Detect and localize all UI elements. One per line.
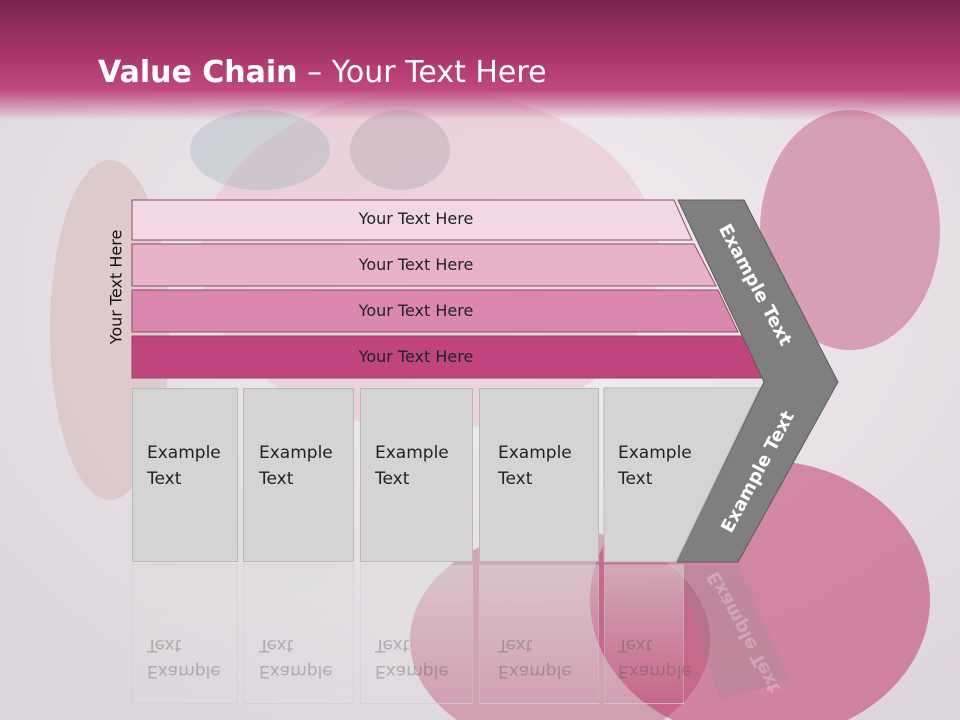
box-1-reflection — [132, 564, 238, 704]
box-4-line2: Text — [498, 469, 533, 489]
page-title: Value Chain – Your Text Here — [98, 55, 547, 90]
box-5-shape[interactable] — [603, 387, 761, 563]
box-4-reflection-line2: Text — [498, 635, 533, 655]
box-4-line1: Example — [498, 443, 572, 463]
box-5-reflection-line2: Text — [618, 635, 653, 655]
bar-1[interactable] — [131, 199, 693, 241]
box-1[interactable] — [132, 388, 238, 562]
box-2-reflection-line1: Example — [259, 661, 333, 681]
box-5-reflection-label: Example Text — [618, 632, 708, 684]
box-1-line2: Text — [147, 469, 182, 489]
bar-2[interactable] — [131, 243, 717, 287]
chevron-arrow[interactable] — [675, 199, 839, 563]
box-5-reflection — [604, 564, 684, 704]
header-band — [0, 0, 960, 120]
box-3-line1: Example — [375, 443, 449, 463]
box-1-reflection-line2: Text — [147, 635, 182, 655]
box-1-reflection-line1: Example — [147, 661, 221, 681]
box-2-line2: Text — [259, 469, 294, 489]
box-5-reflection-line1: Example — [618, 661, 692, 681]
box-2-reflection — [243, 564, 354, 704]
bar-3-label: Your Text Here — [358, 301, 474, 320]
bar-1-label: Your Text Here — [358, 209, 474, 228]
box-3[interactable] — [360, 388, 473, 562]
bar-4-label: Your Text Here — [358, 347, 474, 366]
box-4-reflection-label: Example Text — [498, 632, 588, 684]
bar-2-label: Your Text Here — [358, 255, 474, 274]
box-3-reflection-line2: Text — [375, 635, 410, 655]
box-5-line1: Example — [618, 443, 692, 463]
title-bold: Value Chain — [98, 55, 298, 90]
bar-3[interactable] — [131, 289, 739, 333]
box-3-reflection — [360, 564, 473, 704]
title-rest: – Your Text Here — [297, 55, 547, 90]
box-4-reflection-line1: Example — [498, 661, 572, 681]
chevron-reflection — [676, 566, 790, 700]
box-4-reflection — [479, 564, 599, 704]
box-5-line2: Text — [618, 469, 653, 489]
box-3-line2: Text — [375, 469, 410, 489]
box-1-reflection-label: Example Text — [147, 632, 237, 684]
box-4[interactable] — [479, 388, 599, 562]
box-3-reflection-label: Example Text — [375, 632, 465, 684]
box-2[interactable] — [243, 388, 354, 562]
box-2-line1: Example — [259, 443, 333, 463]
box-2-reflection-label: Example Text — [259, 632, 349, 684]
box-3-reflection-line1: Example — [375, 661, 449, 681]
box-2-reflection-line2: Text — [259, 635, 294, 655]
side-label: Your Text Here — [106, 229, 126, 345]
box-1-line1: Example — [147, 443, 221, 463]
